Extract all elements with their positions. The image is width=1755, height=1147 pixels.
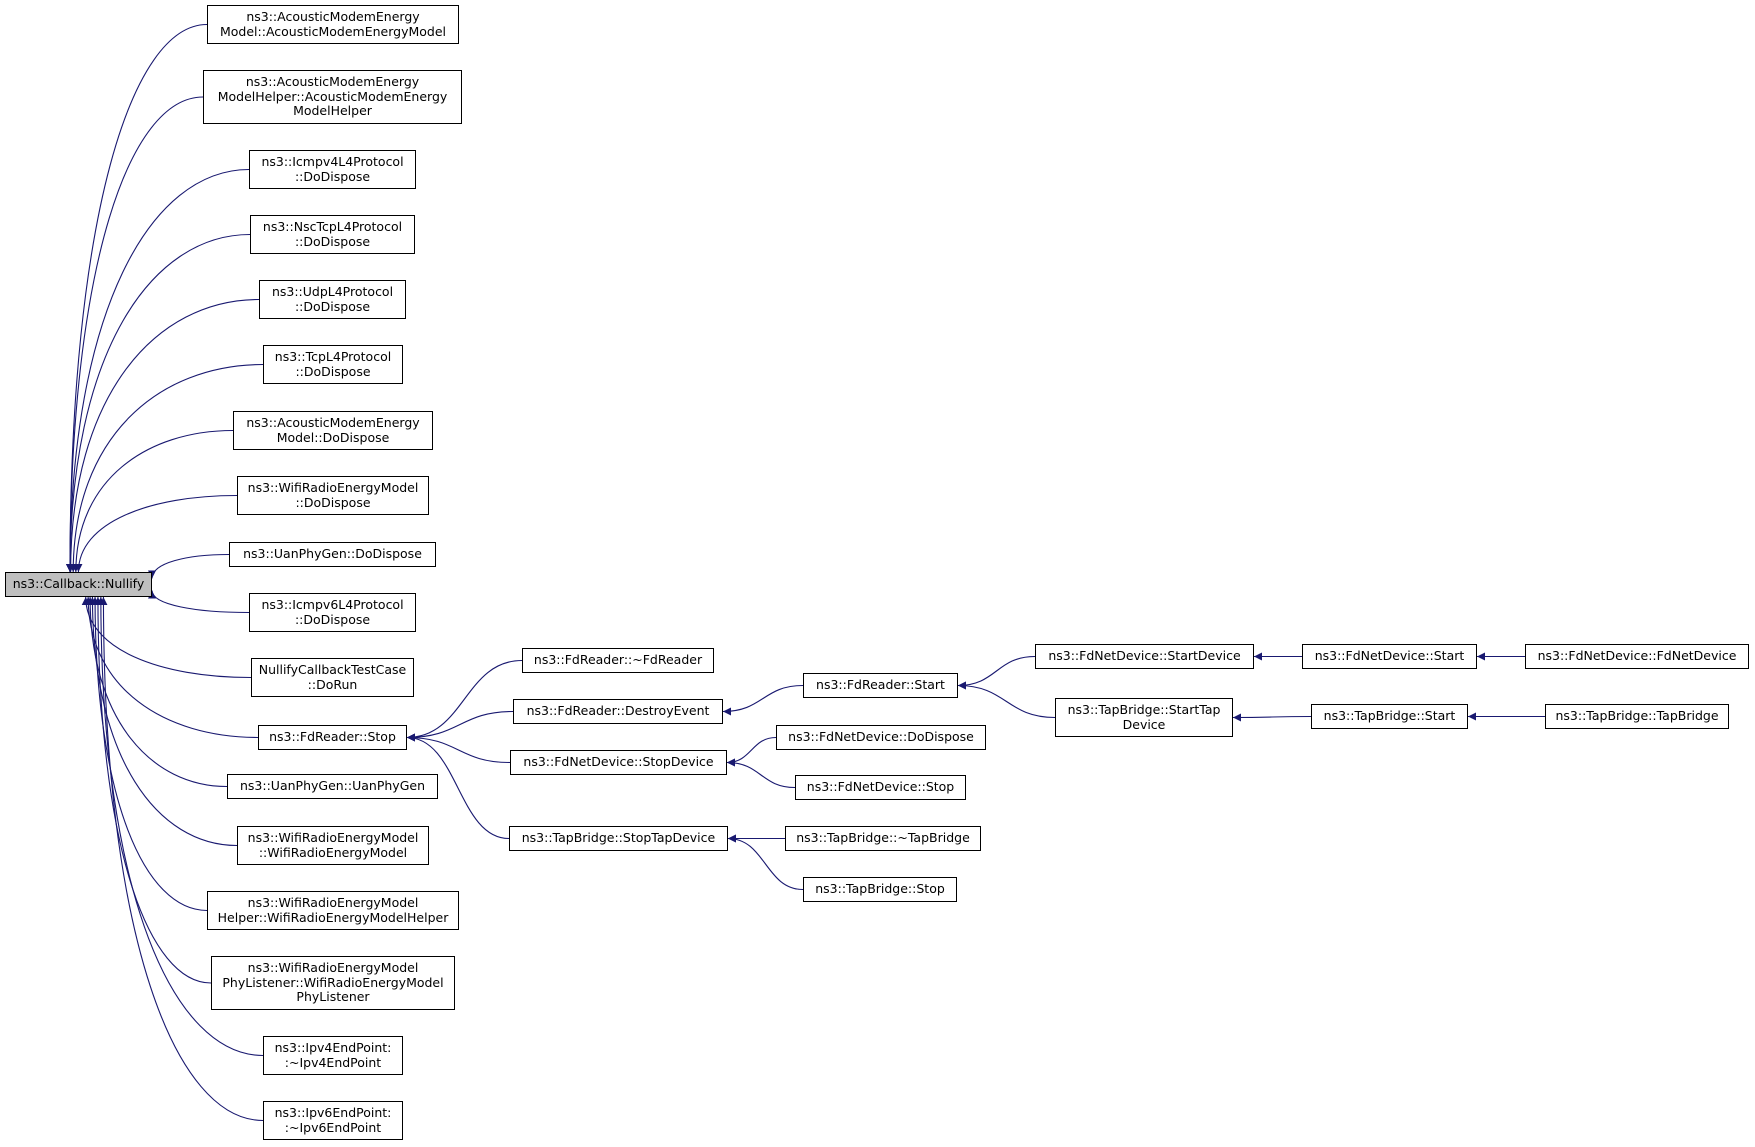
edge-nsc-to-root [66, 233, 251, 573]
node-icmp4[interactable]: ns3::Icmpv4L4Protocol ::DoDispose [249, 150, 416, 189]
node-label: ns3::WifiRadioEnergyModel PhyListener::W… [222, 960, 444, 1005]
edge-wifihelp-to-root [91, 596, 208, 912]
node-label: ns3::FdNetDevice::StartDevice [1048, 648, 1241, 664]
node-fdnstop[interactable]: ns3::FdNetDevice::StopDevice [510, 750, 727, 775]
node-ame2[interactable]: ns3::AcousticModemEnergy ModelHelper::Ac… [203, 70, 462, 124]
edge-fdrstop-to-root [84, 596, 259, 739]
edge-fdrdtor-to-fdrstop [406, 659, 523, 742]
edge-tbstop-to-tbstoptap [727, 834, 804, 891]
node-fdnstart[interactable]: ns3::FdNetDevice::Start [1302, 644, 1477, 669]
node-tcp[interactable]: ns3::TcpL4Protocol ::DoDispose [263, 345, 403, 384]
node-label: ns3::Icmpv6L4Protocol ::DoDispose [261, 597, 404, 627]
edge-wifidd-to-root [74, 494, 238, 573]
edge-fdnstop-to-fdrstop [406, 733, 511, 764]
node-tbstart[interactable]: ns3::TapBridge::Start [1311, 704, 1468, 729]
node-label: ns3::WifiRadioEnergyModel ::WifiRadioEne… [247, 830, 419, 860]
node-label: ns3::TapBridge::Stop [815, 881, 945, 897]
edge-fdrdestroy-to-fdrstop [406, 710, 514, 742]
node-fdndd[interactable]: ns3::FdNetDevice::DoDispose [776, 725, 986, 750]
node-wifictor[interactable]: ns3::WifiRadioEnergyModel ::WifiRadioEne… [237, 826, 429, 865]
node-wifiphy[interactable]: ns3::WifiRadioEnergyModel PhyListener::W… [211, 956, 455, 1010]
node-label: ns3::FdNetDevice::Start [1314, 648, 1465, 664]
edge-fdrstart-to-fdrdestroy [722, 684, 804, 716]
edge-icmp4-to-root [66, 168, 250, 573]
node-tbctor[interactable]: ns3::TapBridge::TapBridge [1545, 704, 1729, 729]
edge-ame1-to-root [66, 23, 208, 573]
node-amedd[interactable]: ns3::AcousticModemEnergy Model::DoDispos… [233, 411, 433, 450]
node-label: ns3::UanPhyGen::UanPhyGen [239, 778, 425, 794]
node-label: ns3::Ipv4EndPoint: :~Ipv4EndPoint [274, 1040, 392, 1070]
node-uanctor[interactable]: ns3::UanPhyGen::UanPhyGen [227, 774, 438, 799]
edge-tbstart-to-tbstarttap [1232, 713, 1312, 722]
node-label: ns3::AcousticModemEnergy ModelHelper::Ac… [217, 74, 448, 119]
edge-tbstoptap-to-fdrstop [406, 733, 510, 840]
node-ipv6ep[interactable]: ns3::Ipv6EndPoint: :~Ipv6EndPoint [263, 1101, 403, 1140]
node-tbdtor[interactable]: ns3::TapBridge::~TapBridge [785, 826, 981, 851]
edge-fdnstartdev-to-fdrstart [957, 655, 1036, 690]
edge-tcp-to-root [69, 363, 264, 573]
node-label: ns3::FdNetDevice::StopDevice [523, 754, 714, 770]
edge-nulltc-to-root [81, 596, 252, 679]
edge-fdnstopb-to-fdnstop [726, 758, 796, 789]
node-fdnctor[interactable]: ns3::FdNetDevice::FdNetDevice [1525, 644, 1749, 669]
node-label: ns3::Icmpv4L4Protocol ::DoDispose [261, 154, 404, 184]
node-fdrdtor[interactable]: ns3::FdReader::~FdReader [522, 648, 714, 673]
node-fdrstop[interactable]: ns3::FdReader::Stop [258, 725, 407, 750]
node-label: ns3::NscTcpL4Protocol ::DoDispose [262, 219, 403, 249]
node-fdrdestroy[interactable]: ns3::FdReader::DestroyEvent [513, 699, 723, 724]
node-label: ns3::UanPhyGen::DoDispose [243, 546, 422, 562]
node-label: ns3::FdNetDevice::DoDispose [788, 729, 974, 745]
edge-ame2-to-root [66, 96, 204, 573]
node-label: ns3::FdNetDevice::FdNetDevice [1537, 648, 1737, 664]
edge-fdndd-to-fdnstop [726, 736, 777, 767]
edge-udp-to-root [66, 298, 260, 573]
node-label: ns3::FdReader::DestroyEvent [526, 703, 710, 719]
node-label: ns3::TcpL4Protocol ::DoDispose [274, 349, 392, 379]
edge-wifictor-to-root [88, 596, 238, 847]
node-wifidd[interactable]: ns3::WifiRadioEnergyModel ::DoDispose [237, 476, 429, 515]
node-nulltc[interactable]: NullifyCallbackTestCase ::DoRun [251, 658, 414, 697]
node-fdrstart[interactable]: ns3::FdReader::Start [803, 673, 958, 698]
node-ipv4ep[interactable]: ns3::Ipv4EndPoint: :~Ipv4EndPoint [263, 1036, 403, 1075]
edge-amedd-to-root [71, 429, 234, 573]
edge-tbstarttap-to-fdrstart [957, 681, 1056, 719]
node-label: NullifyCallbackTestCase ::DoRun [258, 662, 407, 692]
node-label: ns3::AcousticModemEnergy Model::DoDispos… [246, 415, 420, 445]
node-label: ns3::FdReader::~FdReader [533, 652, 703, 668]
node-fdnstartdev[interactable]: ns3::FdNetDevice::StartDevice [1035, 644, 1254, 669]
node-icmp6[interactable]: ns3::Icmpv6L4Protocol ::DoDispose [249, 593, 416, 632]
node-label: ns3::FdReader::Stop [269, 729, 396, 745]
node-wifihelp[interactable]: ns3::WifiRadioEnergyModel Helper::WifiRa… [207, 891, 459, 930]
node-tbstop[interactable]: ns3::TapBridge::Stop [803, 877, 957, 902]
edge-uanctor-to-root [86, 596, 228, 788]
node-label: ns3::UdpL4Protocol ::DoDispose [271, 284, 394, 314]
node-label: ns3::Callback::Nullify [12, 576, 145, 592]
node-uandd[interactable]: ns3::UanPhyGen::DoDispose [229, 542, 436, 567]
node-root[interactable]: ns3::Callback::Nullify [5, 572, 152, 597]
edge-icmp6-to-root [148, 590, 250, 614]
node-ame1[interactable]: ns3::AcousticModemEnergy Model::Acoustic… [207, 5, 459, 44]
node-label: ns3::TapBridge::StartTap Device [1067, 702, 1221, 732]
node-tbstarttap[interactable]: ns3::TapBridge::StartTap Device [1055, 698, 1233, 737]
node-label: ns3::TapBridge::Start [1323, 708, 1456, 724]
node-nsc[interactable]: ns3::NscTcpL4Protocol ::DoDispose [250, 215, 415, 254]
node-tbstoptap[interactable]: ns3::TapBridge::StopTapDevice [509, 826, 728, 851]
node-label: ns3::Ipv6EndPoint: :~Ipv6EndPoint [274, 1105, 392, 1135]
node-label: ns3::WifiRadioEnergyModel Helper::WifiRa… [217, 895, 449, 925]
node-label: ns3::TapBridge::~TapBridge [796, 830, 970, 846]
node-label: ns3::AcousticModemEnergy Model::Acoustic… [219, 9, 446, 39]
node-fdnstopb[interactable]: ns3::FdNetDevice::Stop [795, 775, 966, 800]
node-label: ns3::WifiRadioEnergyModel ::DoDispose [247, 480, 419, 510]
edge-ipv4ep-to-root [96, 596, 264, 1057]
node-udp[interactable]: ns3::UdpL4Protocol ::DoDispose [259, 280, 406, 319]
node-label: ns3::FdNetDevice::Stop [806, 779, 955, 795]
node-label: ns3::FdReader::Start [816, 677, 945, 693]
edge-uandd-to-root [148, 553, 230, 579]
node-label: ns3::TapBridge::TapBridge [1555, 708, 1719, 724]
edge-ipv6ep-to-root [99, 596, 264, 1122]
node-label: ns3::TapBridge::StopTapDevice [521, 830, 716, 846]
